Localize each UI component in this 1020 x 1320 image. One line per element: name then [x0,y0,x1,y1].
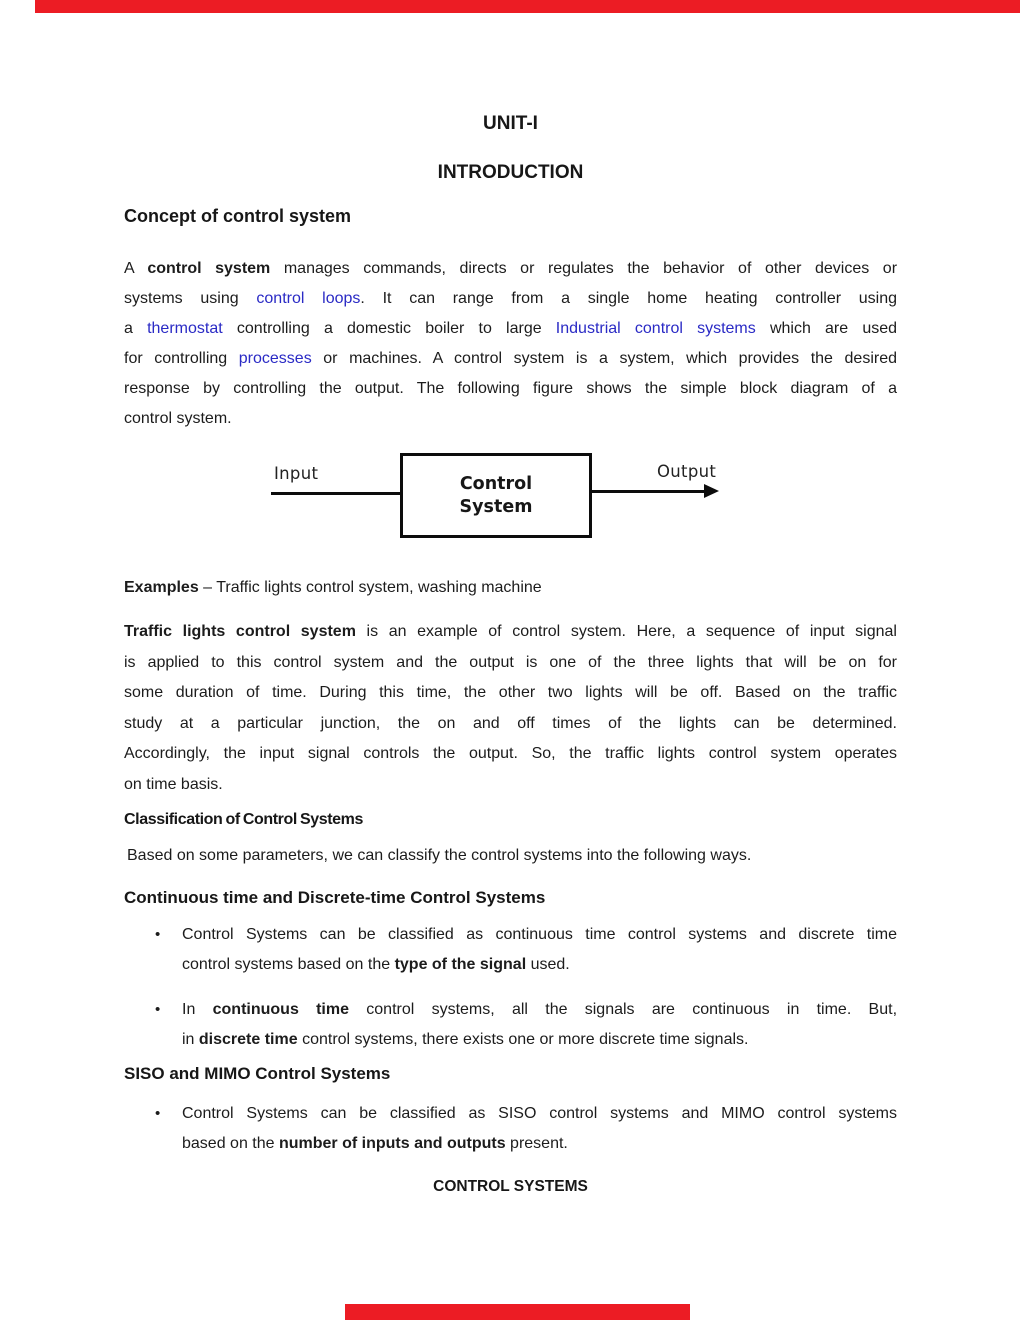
control-system-box: Control System [400,453,592,538]
bold-text-run: type of the signal [394,956,527,973]
bullet-text: Control Systems can be classified as SIS… [182,1099,897,1159]
text-line: study at a particular junction, the on a… [124,709,897,740]
bullet-icon: • [155,1105,161,1122]
siso-mimo-heading: SISO and MIMO Control Systems [124,1064,391,1083]
traffic-paragraph: Traffic lights control system is an exam… [124,617,897,800]
classification-heading: Classification of Control Systems [124,811,363,828]
text-run: Control Systems can be classified as con… [182,926,897,943]
text-run: response by controlling the output. The … [124,380,897,397]
text-run: Control Systems can be classified as SIS… [182,1105,897,1122]
text-run: control systems, all the signals are con… [349,1001,898,1018]
text-run: in [182,1031,199,1048]
list-item: • In continuous time control systems, al… [124,995,897,1055]
text-run: a [124,320,148,337]
text-line: control system. [124,404,897,434]
text-run: based on the [182,1135,279,1152]
unit-title: UNIT-I [483,113,538,134]
text-line: is applied to this control system and th… [124,648,897,679]
footer-title: CONTROL SYSTEMS [433,1178,588,1195]
text-line: in discrete time control systems, there … [182,1025,897,1055]
text-line: A control system manages commands, direc… [124,254,897,284]
bullet-icon: • [155,1001,161,1018]
examples-line: Examples – Traffic lights control system… [124,577,897,599]
text-line: control systems based on the type of the… [182,950,897,980]
document-page: UNIT-I INTRODUCTION Concept of control s… [124,0,897,1196]
text-run: study at a particular junction, the on a… [124,714,897,732]
text-run: . It can range from a single home heatin… [360,290,898,307]
bold-text-run: continuous time [212,1001,350,1018]
text-run: is applied to this control system and th… [124,653,897,671]
text-run: used. [526,956,570,973]
text-line: on time basis. [124,770,897,801]
bold-text-run: discrete time [198,1031,298,1048]
hyperlink[interactable]: processes [238,350,312,367]
classification-text: Based on some parameters, we can classif… [127,847,752,864]
concept-paragraph: A control system manages commands, direc… [124,254,897,434]
bullet-text: In continuous time control systems, all … [182,995,897,1055]
text-line: response by controlling the output. The … [124,374,897,404]
bullet-text: Control Systems can be classified as con… [182,920,897,980]
bold-text-run: number of inputs and outputs [278,1135,506,1152]
text-run: systems using [124,290,257,307]
text-run: for controlling [124,350,239,367]
text-run: Accordingly, the input signal controls t… [124,745,897,762]
text-run: In [182,1001,213,1018]
text-line: for controlling processes or machines. A… [124,344,897,374]
hyperlink[interactable]: thermostat [147,320,223,337]
text-run: or machines. A control system is a syste… [311,350,898,367]
continuous-discrete-heading: Continuous time and Discrete-time Contro… [124,888,546,907]
diagram-output-label: Output [657,462,717,481]
text-line: Accordingly, the input signal controls t… [124,739,897,770]
text-line: Control Systems can be classified as SIS… [182,1099,897,1129]
bottom-red-scan-strip [345,1304,690,1320]
page-title: INTRODUCTION [437,162,584,183]
list-item: • Control Systems can be classified as S… [124,1099,897,1159]
input-arrow-line [271,492,408,495]
text-run: controlling a domestic boiler to large [222,320,556,337]
text-run: is an example of control system. Here, a… [355,623,897,640]
text-run: – Traffic lights control system, washing… [198,579,542,596]
top-red-scan-strip [35,0,1020,13]
text-line: based on the number of inputs and output… [182,1129,897,1159]
text-line: In continuous time control systems, all … [182,995,897,1025]
text-run: control systems based on the [182,956,395,973]
bold-text-run: Examples [124,579,199,596]
text-line: a thermostat controlling a domestic boil… [124,314,897,344]
bold-text-run: Traffic lights control system [124,623,356,640]
text-run: control system. [124,410,232,427]
text-run: A [124,260,148,277]
hyperlink[interactable]: Industrial control systems [555,320,756,337]
text-line: Control Systems can be classified as con… [182,920,897,950]
text-run: which are used [755,320,898,337]
text-line: some duration of time. During this time,… [124,678,897,709]
bold-text-run: control system [147,260,271,277]
text-line: Traffic lights control system is an exam… [124,617,897,648]
hyperlink[interactable]: control loops [256,290,361,307]
text-line: systems using control loops. It can rang… [124,284,897,314]
list-item: • Control Systems can be classified as c… [124,920,897,980]
block-diagram-figure: Input Output Control System [124,453,897,539]
text-run: some duration of time. During this time,… [124,684,897,701]
concept-heading: Concept of control system [124,206,352,226]
output-arrow-line [590,490,704,493]
control-system-box-line2: System [459,496,533,517]
diagram-input-label: Input [274,464,319,483]
arrow-right-icon [704,484,719,498]
text-run: manages commands, directs or regulates t… [270,260,898,277]
control-system-box-line1: Control [459,473,533,494]
text-run: present. [505,1135,568,1152]
bullet-icon: • [155,926,161,943]
text-run: on time basis. [124,775,223,793]
text-run: control systems, there exists one or mor… [297,1031,749,1048]
